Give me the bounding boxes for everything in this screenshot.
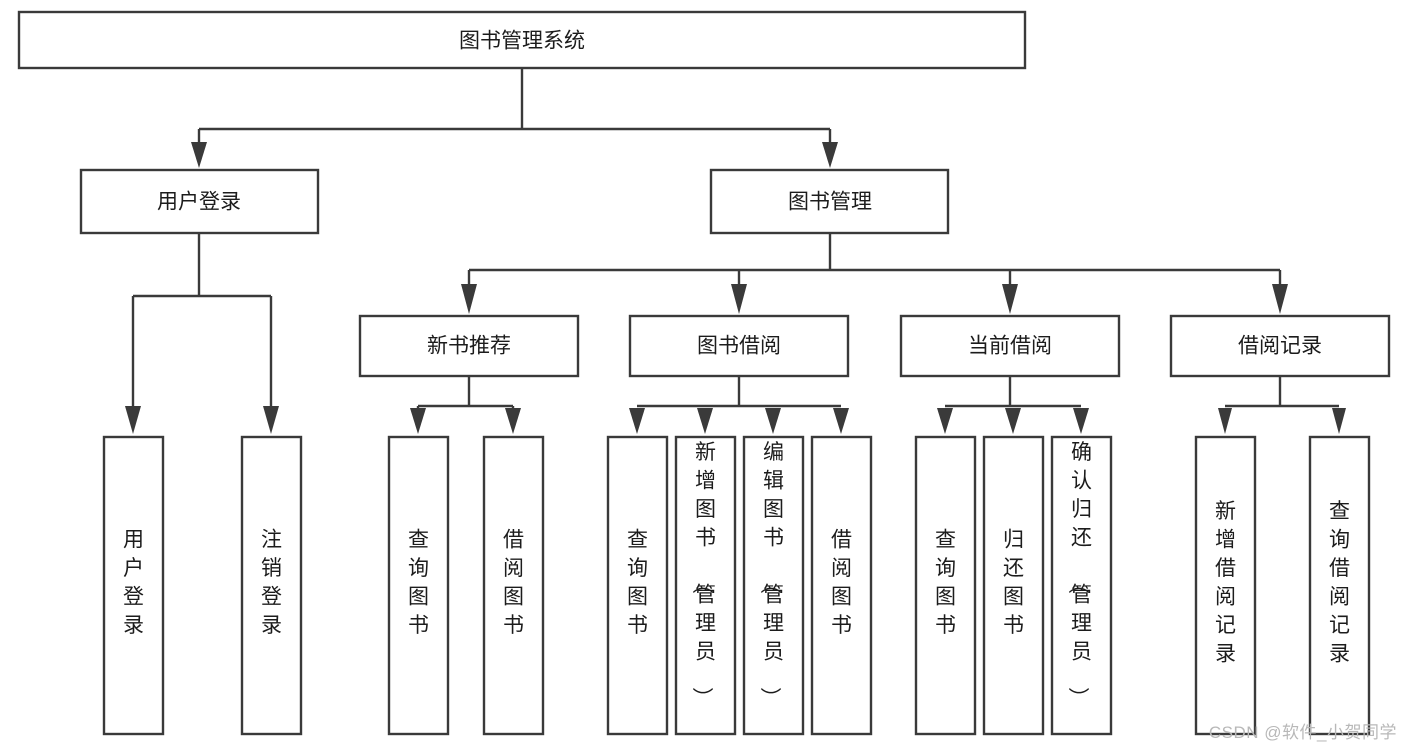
arrow-head-new-book-recommend	[461, 284, 477, 314]
user-login-label: 用户登录	[157, 191, 241, 214]
arrow-head-leaf-borrow-book-1	[505, 408, 521, 434]
arrow-head-leaf-query-record	[1332, 408, 1346, 434]
leaf-node-layer: 用户登录 注销登录 查询图书 借阅图书 查询图书 新增图书（管理员） 编辑图书（管理员） 借阅…	[102, 435, 1371, 736]
arrow-head-leaf-query-book-1	[410, 408, 426, 434]
arrow-head-leaf-confirm-return	[1073, 408, 1089, 434]
leaf-box[interactable]	[240, 435, 303, 736]
node-user-login[interactable]: 用户登录	[79, 168, 320, 235]
leaf-label: 借阅图书	[503, 529, 524, 638]
arrow-head-leaf-add-record	[1218, 408, 1232, 434]
leaf-label: 查询图书	[408, 529, 429, 638]
book-management-label: 图书管理	[788, 191, 872, 214]
leaf-box[interactable]	[1308, 435, 1371, 736]
leaf-label: 确认归还（管理员）	[1066, 441, 1092, 708]
leaf-node[interactable]: 新增图书（管理员）	[674, 435, 737, 736]
leaf-box[interactable]	[1194, 435, 1257, 736]
leaf-node[interactable]: 借阅图书	[482, 435, 545, 736]
leaf-node[interactable]: 归还图书	[982, 435, 1045, 736]
new-book-recommend-label: 新书推荐	[427, 335, 511, 358]
arrow-head-leaf-return-book	[1005, 408, 1021, 434]
arrow-head-leaf-add-book	[697, 408, 713, 434]
node-book-borrow[interactable]: 图书借阅	[628, 314, 850, 378]
arrow-head-leaf-query-book-2	[629, 408, 645, 434]
leaf-node[interactable]: 借阅图书	[810, 435, 873, 736]
leaf-label: 新增图书（管理员）	[690, 441, 716, 708]
connector-layer	[125, 68, 1346, 434]
leaf-box[interactable]	[1050, 435, 1113, 736]
arrow-head-leaf-borrow-book-2	[833, 408, 849, 434]
arrow-head-book-borrow	[731, 284, 747, 314]
node-borrow-record[interactable]: 借阅记录	[1169, 314, 1391, 378]
arrow-head-current-borrow	[1002, 284, 1018, 314]
arrow-head-leaf-user-logout	[263, 406, 279, 434]
leaf-label: 查询借阅记录	[1329, 500, 1350, 666]
book-management-box[interactable]	[709, 168, 950, 235]
leaf-node[interactable]: 注销登录	[240, 435, 303, 736]
borrow-record-box[interactable]	[1169, 314, 1391, 378]
book-borrow-label: 图书借阅	[697, 335, 781, 358]
node-root[interactable]: 图书管理系统	[17, 10, 1027, 70]
arrow-head-borrow-record	[1272, 284, 1288, 314]
arrow-head-leaf-query-book-3	[937, 408, 953, 434]
leaf-box[interactable]	[482, 435, 545, 736]
user-login-box[interactable]	[79, 168, 320, 235]
leaf-label: 新增借阅记录	[1215, 500, 1236, 666]
leaf-node[interactable]: 确认归还（管理员）	[1050, 435, 1113, 736]
leaf-node[interactable]: 查询图书	[387, 435, 450, 736]
arrow-head-book-management	[822, 142, 838, 168]
leaf-label: 查询图书	[935, 529, 956, 638]
leaf-box[interactable]	[982, 435, 1045, 736]
leaf-box[interactable]	[914, 435, 977, 736]
root-label: 图书管理系统	[459, 30, 585, 53]
leaf-box[interactable]	[387, 435, 450, 736]
leaf-node[interactable]: 用户登录	[102, 435, 165, 736]
leaf-box[interactable]	[810, 435, 873, 736]
new-book-recommend-box[interactable]	[358, 314, 580, 378]
current-borrow-box[interactable]	[899, 314, 1121, 378]
root-box[interactable]	[17, 10, 1027, 70]
node-new-book-recommend[interactable]: 新书推荐	[358, 314, 580, 378]
arrow-head-leaf-edit-book	[765, 408, 781, 434]
leaf-label: 借阅图书	[831, 529, 852, 638]
book-borrow-box[interactable]	[628, 314, 850, 378]
leaf-label: 编辑图书（管理员）	[758, 441, 784, 708]
borrow-record-label: 借阅记录	[1238, 335, 1322, 358]
leaf-node[interactable]: 新增借阅记录	[1194, 435, 1257, 736]
leaf-box[interactable]	[606, 435, 669, 736]
leaf-label: 注销登录	[261, 529, 282, 638]
node-current-borrow[interactable]: 当前借阅	[899, 314, 1121, 378]
leaf-box[interactable]	[102, 435, 165, 736]
node-book-management[interactable]: 图书管理	[709, 168, 950, 235]
leaf-node[interactable]: 查询借阅记录	[1308, 435, 1371, 736]
leaf-box[interactable]	[674, 435, 737, 736]
leaf-label: 查询图书	[627, 529, 648, 638]
leaf-node[interactable]: 查询图书	[606, 435, 669, 736]
arrow-head-user-login	[191, 142, 207, 168]
leaf-node[interactable]: 查询图书	[914, 435, 977, 736]
current-borrow-label: 当前借阅	[968, 335, 1052, 358]
leaf-label: 归还图书	[1003, 529, 1024, 638]
arrow-head-leaf-user-login	[125, 406, 141, 434]
leaf-node[interactable]: 编辑图书（管理员）	[742, 435, 805, 736]
leaf-box[interactable]	[742, 435, 805, 736]
leaf-label: 用户登录	[123, 529, 144, 638]
